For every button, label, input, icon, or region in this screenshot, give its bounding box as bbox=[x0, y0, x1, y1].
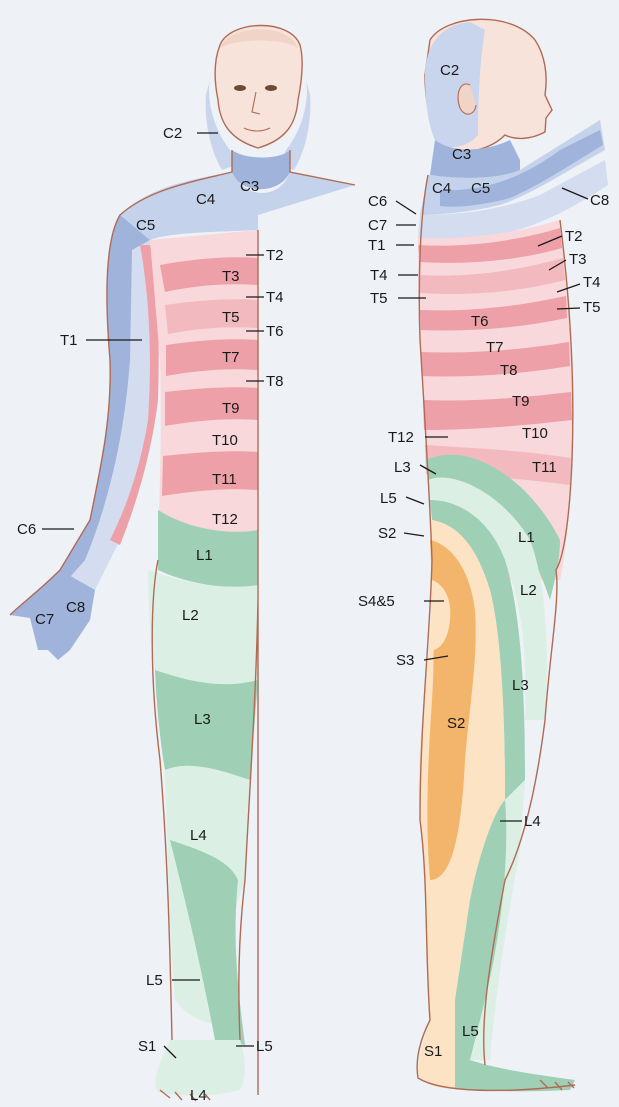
side-tick-s2 bbox=[404, 533, 424, 536]
front-label-t7: T7 bbox=[222, 349, 240, 366]
front-label-t8: T8 bbox=[266, 373, 284, 390]
front-label-l3: L3 bbox=[194, 711, 211, 728]
front-label-c8: C8 bbox=[66, 599, 85, 616]
side-label-l5-leg: L5 bbox=[462, 1023, 479, 1040]
side-tick-c6 bbox=[396, 201, 416, 214]
front-label-l4: L4 bbox=[190, 827, 207, 844]
front-view-figure bbox=[10, 25, 355, 1101]
side-label-c5: C5 bbox=[471, 180, 490, 197]
side-label-l2: L2 bbox=[520, 582, 537, 599]
side-label-t8: T8 bbox=[500, 362, 518, 379]
side-label-t12: T12 bbox=[388, 429, 414, 446]
front-label-l1: L1 bbox=[196, 547, 213, 564]
front-label-c6: C6 bbox=[17, 521, 36, 538]
front-label-c7: C7 bbox=[35, 611, 54, 628]
front-label-l5: L5 bbox=[146, 972, 163, 989]
side-label-s1: S1 bbox=[424, 1043, 442, 1060]
side-label-t4-back: T4 bbox=[583, 274, 601, 291]
front-label-l4-toe: L4 bbox=[190, 1087, 207, 1104]
front-label-s1: S1 bbox=[138, 1038, 156, 1055]
side-label-c4: C4 bbox=[432, 180, 451, 197]
side-label-l4: L4 bbox=[524, 813, 541, 830]
front-leg-l2 bbox=[148, 570, 258, 684]
front-label-t11: T11 bbox=[212, 471, 237, 488]
side-label-t11: T11 bbox=[532, 459, 557, 476]
front-label-c5: C5 bbox=[136, 217, 155, 234]
side-label-t7: T7 bbox=[486, 339, 504, 356]
front-label-t9: T9 bbox=[222, 400, 240, 417]
side-label-s4and5: S4&5 bbox=[358, 593, 395, 610]
side-label-t3: T3 bbox=[569, 251, 587, 268]
side-label-c6: C6 bbox=[368, 193, 387, 210]
side-label-t5: T5 bbox=[370, 290, 388, 307]
side-label-c8: C8 bbox=[590, 192, 609, 209]
side-label-s2: S2 bbox=[378, 525, 396, 542]
side-label-c2: C2 bbox=[440, 62, 459, 79]
side-label-l3-leg: L3 bbox=[512, 677, 529, 694]
front-label-t4: T4 bbox=[266, 289, 284, 306]
side-label-t1: T1 bbox=[368, 237, 386, 254]
side-label-s2-leg: S2 bbox=[447, 715, 465, 732]
front-label-l2: L2 bbox=[182, 607, 199, 624]
side-label-l3: L3 bbox=[394, 459, 411, 476]
side-label-c7: C7 bbox=[368, 217, 387, 234]
side-label-t9: T9 bbox=[512, 393, 530, 410]
front-label-l5-foot: L5 bbox=[256, 1038, 273, 1055]
front-eye-left bbox=[234, 85, 246, 91]
side-label-l1: L1 bbox=[518, 529, 535, 546]
front-label-t1: T1 bbox=[60, 332, 78, 349]
side-label-t2: T2 bbox=[565, 228, 583, 245]
front-label-t6: T6 bbox=[266, 323, 284, 340]
front-eye-right bbox=[265, 85, 277, 91]
front-label-c4: C4 bbox=[196, 191, 215, 208]
side-label-t4: T4 bbox=[370, 267, 388, 284]
side-label-l5: L5 bbox=[380, 490, 397, 507]
front-torso-t11 bbox=[162, 451, 258, 496]
front-label-t12: T12 bbox=[212, 511, 238, 528]
front-label-c2: C2 bbox=[163, 125, 182, 142]
side-label-s3: S3 bbox=[396, 652, 414, 669]
side-label-c3: C3 bbox=[452, 146, 471, 163]
front-label-t5: T5 bbox=[222, 309, 240, 326]
side-label-t6: T6 bbox=[471, 313, 489, 330]
front-label-c3: C3 bbox=[240, 178, 259, 195]
side-tick-l5 bbox=[406, 497, 424, 504]
front-label-t2: T2 bbox=[266, 247, 284, 264]
side-label-t10: T10 bbox=[522, 425, 548, 442]
front-label-t3: T3 bbox=[222, 268, 240, 285]
side-label-t5-back: T5 bbox=[583, 299, 601, 316]
front-shoulder-c4 bbox=[120, 172, 355, 240]
front-label-t10: T10 bbox=[212, 432, 238, 449]
